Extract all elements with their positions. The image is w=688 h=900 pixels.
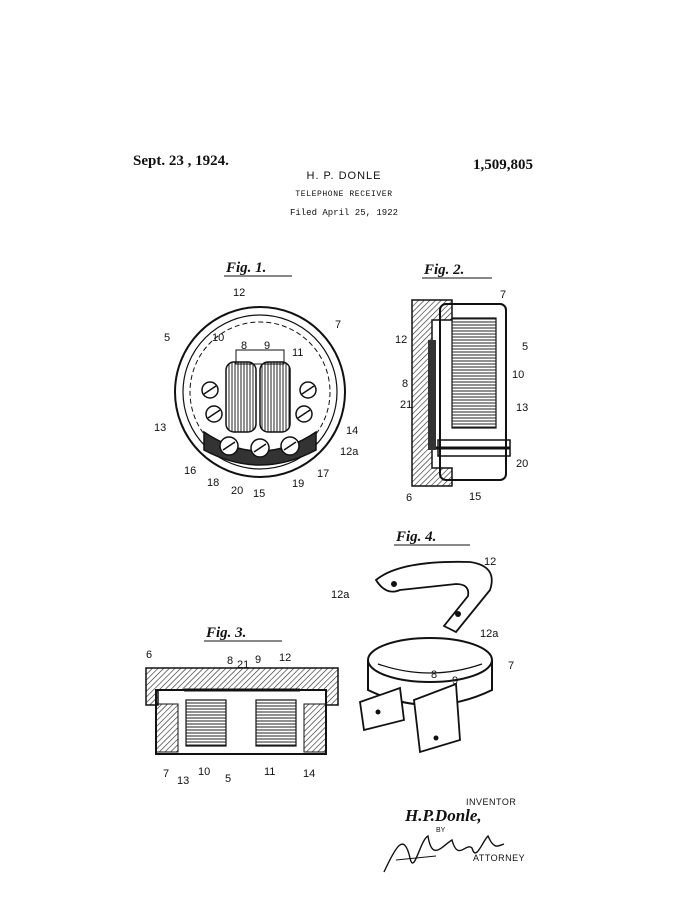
fig1-label: 14 — [346, 425, 358, 437]
fig1-title: Fig. 1. — [225, 260, 266, 276]
fig1-label: 7 — [335, 319, 341, 331]
fig1-label: 19 — [292, 478, 304, 490]
fig3-title: Fig. 3. — [205, 625, 246, 641]
fig4-title: Fig. 4. — [395, 529, 436, 545]
fig4-label: 12a — [331, 589, 350, 601]
fig1-label: 10 — [212, 332, 224, 344]
fig1-label: 12a — [340, 446, 359, 458]
fig1-label: 13 — [154, 422, 166, 434]
fig1-label: 5 — [164, 332, 170, 344]
fig4-label: 12a — [480, 628, 499, 640]
fig4-label: 9 — [452, 675, 458, 687]
fig4-label: 12 — [484, 556, 496, 568]
fig2-label: 10 — [512, 369, 524, 381]
patent-date: Sept. 23 , 1924. — [133, 153, 229, 169]
fig3-label: 13 — [177, 775, 189, 787]
fig1-label: 20 — [231, 485, 243, 497]
fig2-label: 21 — [400, 399, 412, 411]
inventor-label: INVENTOR — [466, 797, 517, 807]
fig1-label: 8 — [241, 340, 247, 352]
fig3-label: 9 — [255, 654, 261, 666]
fig3-label: 12 — [279, 652, 291, 664]
fig4-label: 7 — [508, 660, 514, 672]
fig3-label: 11 — [264, 766, 275, 778]
attorney-label: ATTORNEY — [473, 853, 526, 863]
fig2-label: 12 — [395, 334, 407, 346]
patent-title: TELEPHONE RECEIVER — [295, 190, 393, 199]
figure-1: Fig. 1. 12 5 10 8 9 7 11 13 14 — [154, 260, 359, 500]
fig3-label: 7 — [163, 768, 169, 780]
fig2-label: 7 — [500, 289, 506, 301]
figure-4: Fig. 4. 12 12a 12a 7 8 9 — [331, 529, 514, 754]
inventor-signature: H.P.Donle, — [405, 806, 482, 825]
fig3-label: 5 — [225, 773, 231, 785]
fig2-title: Fig. 2. — [423, 262, 464, 278]
figure-2: Fig. 2. 7 12 5 8 10 21 13 20 6 15 — [395, 262, 528, 504]
fig1-label: 12 — [233, 287, 245, 299]
fig2-label: 8 — [402, 378, 408, 390]
fig1-label: 17 — [317, 468, 329, 480]
fig3-label: 10 — [198, 766, 210, 778]
fig2-label: 15 — [469, 491, 481, 503]
fig1-label: 9 — [264, 340, 270, 352]
by-label: BY — [436, 827, 446, 834]
fig3-label: 14 — [303, 768, 315, 780]
fig2-label: 5 — [522, 341, 528, 353]
fig1-label: 16 — [184, 465, 196, 477]
fig3-label: 8 — [227, 655, 233, 667]
fig2-label: 20 — [516, 458, 528, 470]
fig3-label: 6 — [146, 649, 152, 661]
patent-number: 1,509,805 — [473, 157, 533, 173]
fig1-label: 11 — [292, 347, 303, 359]
inventor-name: H. P. DONLE — [306, 170, 382, 182]
fig1-label: 18 — [207, 477, 219, 489]
attorney-signature — [383, 834, 505, 873]
filed-date: Filed April 25, 1922 — [289, 208, 399, 218]
fig4-label: 8 — [431, 669, 437, 681]
fig2-label: 6 — [406, 492, 412, 504]
fig1-label: 15 — [253, 488, 265, 500]
figure-3: Fig. 3. 6 8 21 9 12 7 13 10 5 11 14 — [145, 625, 339, 787]
fig3-label: 21 — [237, 659, 249, 671]
fig2-label: 13 — [516, 402, 528, 414]
